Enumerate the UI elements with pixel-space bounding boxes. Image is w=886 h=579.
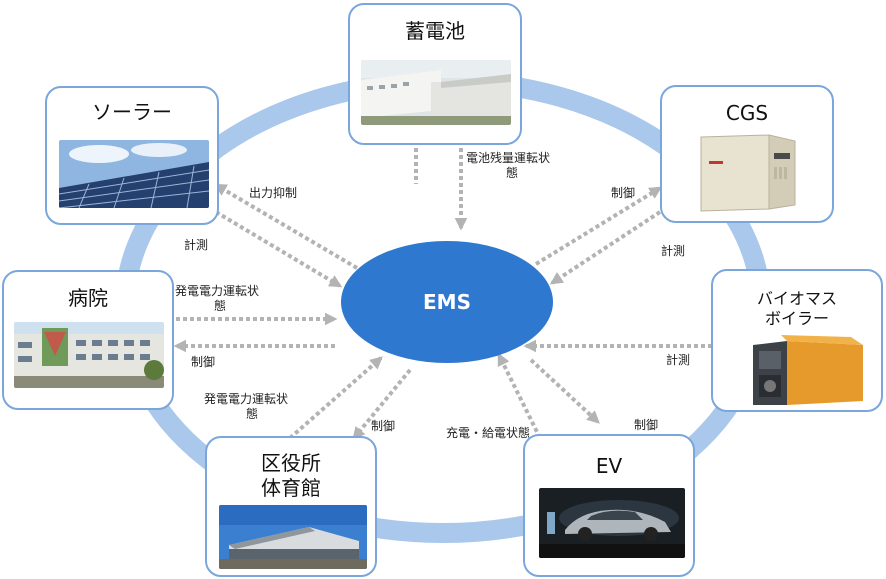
node-solar-title: ソーラー [92, 100, 172, 124]
node-biomass-title-line1: バイオマス [756, 289, 837, 308]
label-hospital-status-1: 発電電力運転状 [175, 284, 260, 298]
node-cgs: CGS [660, 85, 834, 223]
label-battery-status-1: 電池残量運転状 [466, 151, 551, 165]
label-cgs-control: 制御 [611, 186, 636, 200]
label-biomass-control: 制御 [634, 418, 659, 432]
arrow-solar-to-ems [214, 210, 343, 288]
label-solar-output: 出力抑制 [249, 186, 298, 200]
cogeneration-unit-photo-icon [699, 133, 799, 215]
battery-facility-photo-icon [361, 60, 511, 125]
ems-label: EMS [423, 290, 471, 314]
label-ev-status: 充電・給電状態 [446, 426, 531, 440]
arrow-ems-to-ev [529, 358, 600, 424]
node-hospital: 病院 [2, 270, 174, 410]
label-battery-status-2: 態 [506, 166, 519, 180]
electric-car-photo-icon [539, 488, 685, 558]
solar-panel-photo-icon [59, 140, 209, 208]
node-battery: 蓄電池 [348, 3, 522, 145]
arrow-ev-to-ems [497, 352, 542, 439]
node-ev-title: EV [595, 454, 623, 478]
node-cgs-title: CGS [725, 101, 769, 125]
node-gym-title-line2: 体育館 [261, 476, 321, 500]
node-ev: EV [523, 434, 695, 577]
label-hospital-control: 制御 [191, 355, 216, 369]
node-hospital-title: 病院 [68, 286, 108, 310]
arrow-gym-to-ems [288, 356, 383, 440]
label-gym-status-2: 態 [246, 407, 259, 421]
node-solar: ソーラー [45, 86, 219, 225]
label-hospital-status-2: 態 [214, 299, 227, 313]
arrow-ems-to-cgs [534, 186, 663, 266]
node-battery-title: 蓄電池 [405, 19, 465, 43]
label-gym-control: 制御 [371, 419, 396, 433]
node-gym-title-line1: 区役所 [261, 451, 321, 475]
biomass-boiler-photo-icon [751, 335, 867, 407]
arrow-ems-to-gym [352, 368, 412, 440]
arrow-cgs-to-ems [549, 210, 662, 285]
arrow-ems-to-solar [213, 183, 359, 270]
label-biomass-measure: 計測 [666, 353, 691, 367]
node-biomass: バイオマス ボイラー [711, 269, 883, 412]
node-biomass-title-line2: ボイラー [764, 309, 829, 328]
gymnasium-photo-icon [219, 505, 367, 569]
label-cgs-measure: 計測 [661, 244, 686, 258]
label-gym-status-1: 発電電力運転状 [204, 392, 289, 406]
label-solar-measure: 計測 [184, 238, 209, 252]
hospital-building-photo-icon [14, 322, 164, 388]
node-gym: 区役所 体育館 [205, 436, 377, 577]
ems-center: EMS [341, 241, 553, 363]
